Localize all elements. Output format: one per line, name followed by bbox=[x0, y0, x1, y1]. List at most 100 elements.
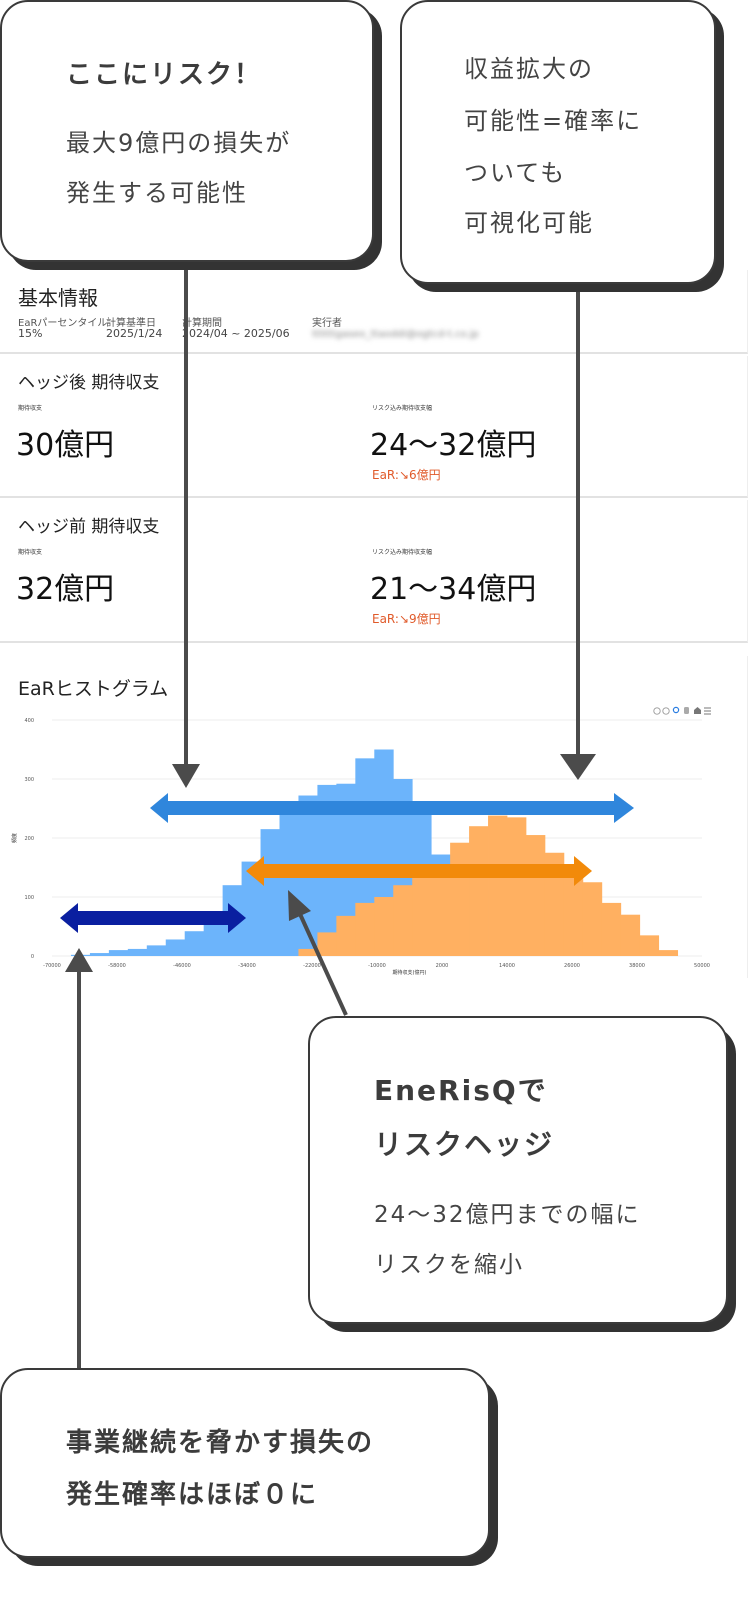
x-tick-label: 26000 bbox=[564, 963, 580, 969]
histogram-bar-before bbox=[260, 829, 280, 956]
histogram-bar-before bbox=[89, 953, 110, 956]
enerisq-callout-line2: リスクを縮小 bbox=[374, 1252, 524, 1278]
before-hedge-title: ヘッジ前 期待収支 bbox=[18, 517, 160, 537]
y-axis-label: 頻度 bbox=[11, 833, 18, 843]
continuity-callout-line1: 事業継続を脅かす損失の bbox=[66, 1428, 375, 1458]
before-hedge-ear: EaR:↘9億円 bbox=[372, 612, 441, 626]
histogram-bar-before bbox=[146, 945, 167, 956]
base-date-label: 計算基準日 bbox=[106, 318, 156, 329]
histogram-bar-after bbox=[601, 902, 622, 956]
after-hedge-card: ヘッジ後 期待収支 期待収支 30億円 リスク込み期待収支幅 24〜32億円 E… bbox=[0, 356, 748, 498]
before-hedge-range-value: 21〜34億円 bbox=[370, 572, 537, 607]
histogram-bar-after bbox=[525, 835, 546, 956]
y-tick-label: 300 bbox=[24, 777, 34, 783]
histogram-bar-after bbox=[507, 817, 527, 956]
profit-callout-line1: 収益拡大の bbox=[464, 55, 594, 83]
profit-callout: 収益拡大の 可能性=確率に ついても 可視化可能 bbox=[400, 0, 716, 284]
histogram-bar-after bbox=[450, 842, 470, 956]
base-date-value: 2025/1/24 bbox=[106, 327, 163, 340]
histogram-bar-after bbox=[317, 932, 337, 956]
continuity-callout: 事業継続を脅かす損失の 発生確率はほぼ０に bbox=[0, 1368, 490, 1558]
enerisq-callout: EneRisQで リスクヘッジ 24〜32億円までの幅に リスクを縮小 bbox=[308, 1016, 728, 1324]
histogram-bar-after bbox=[563, 868, 584, 956]
risk-callout-line1: 最大9億円の損失が bbox=[66, 129, 292, 157]
chart-bars bbox=[70, 749, 679, 956]
histogram-bar-after bbox=[488, 815, 508, 956]
risk-callout: ここにリスク！ 最大9億円の損失が 発生する可能性 bbox=[0, 0, 374, 262]
percentile-value: 15% bbox=[18, 327, 43, 340]
histogram-bar-after bbox=[374, 897, 394, 956]
histogram-title: EaRヒストグラム bbox=[18, 678, 169, 700]
after-hedge-range-value: 24〜32億円 bbox=[370, 428, 537, 463]
histogram-bar-after bbox=[431, 867, 451, 956]
executor-value: ttttttgaseo_ttaoddi@ogtcd-t.co.jp bbox=[312, 329, 479, 340]
x-tick-label: -58000 bbox=[108, 963, 126, 969]
y-tick-label: 100 bbox=[24, 895, 34, 901]
histogram-bar-before bbox=[279, 805, 299, 956]
profit-callout-line2: 可能性=確率に bbox=[464, 107, 643, 135]
x-tick-label: 50000 bbox=[694, 963, 710, 969]
y-tick-label: 400 bbox=[24, 718, 34, 724]
enerisq-callout-title2: リスクヘッジ bbox=[374, 1128, 555, 1161]
continuity-callout-line2: 発生確率はほぼ０に bbox=[66, 1480, 319, 1510]
risk-callout-title: ここにリスク！ bbox=[66, 60, 263, 90]
x-tick-label: 2000 bbox=[436, 963, 449, 969]
histogram-bar-after bbox=[355, 902, 375, 956]
chart-axes: 0 100 200 300 400 -70000 -58000 -46000 -34000 -22… bbox=[11, 718, 710, 976]
before-hedge-card: ヘッジ前 期待収支 期待収支 32億円 リスク込み期待収支幅 21〜34億円 E… bbox=[0, 500, 748, 643]
x-axis-label: 期待収支(億円) bbox=[393, 969, 427, 976]
histogram-bar-before bbox=[184, 931, 205, 956]
histogram-bar-after bbox=[298, 948, 318, 956]
enerisq-callout-line1: 24〜32億円までの幅に bbox=[374, 1202, 641, 1228]
x-tick-label: -22000 bbox=[303, 963, 321, 969]
executor-label: 実行者 bbox=[312, 318, 342, 329]
y-tick-label: 200 bbox=[24, 836, 34, 842]
histogram-bar-after bbox=[658, 950, 679, 956]
magnify-icon[interactable] bbox=[672, 706, 680, 714]
y-tick-label: 0 bbox=[31, 954, 34, 960]
histogram-bar-before bbox=[165, 939, 186, 956]
x-tick-label: -10000 bbox=[368, 963, 386, 969]
before-hedge-expected-value: 32億円 bbox=[16, 572, 115, 607]
chart-toolbar bbox=[653, 706, 711, 715]
histogram-bar-before bbox=[127, 948, 148, 956]
after-hedge-range-label: リスク込み期待収支幅 bbox=[372, 405, 433, 412]
after-hedge-expected-label: 期待収支 bbox=[18, 405, 43, 412]
pointer-arrow-profit bbox=[560, 290, 596, 780]
after-hedge-expected-value: 30億円 bbox=[16, 428, 115, 463]
x-tick-label: -70000 bbox=[43, 963, 61, 969]
pointer-arrow-risk bbox=[172, 268, 200, 788]
period-label: 計算期間 bbox=[182, 318, 222, 329]
histogram-bar-after bbox=[639, 935, 660, 956]
histogram-bar-after bbox=[544, 852, 565, 956]
basic-info-title: 基本情報 bbox=[18, 286, 98, 310]
histogram-bar-after bbox=[469, 826, 489, 956]
pointer-arrow-continuity bbox=[65, 948, 93, 1368]
menu-icon[interactable] bbox=[704, 707, 711, 715]
period-value: 2024/04 ~ 2025/06 bbox=[182, 327, 290, 340]
x-tick-label: 14000 bbox=[499, 963, 515, 969]
profit-callout-line4: 可視化可能 bbox=[464, 209, 594, 237]
percentile-label: EaRパーセンタイル bbox=[18, 318, 108, 329]
histogram-bar-after bbox=[412, 870, 432, 956]
zoom-in-icon[interactable] bbox=[653, 707, 661, 715]
x-tick-label: -46000 bbox=[173, 963, 191, 969]
after-hedge-ear: EaR:↘6億円 bbox=[372, 468, 441, 482]
histogram-bar-before bbox=[108, 950, 129, 956]
enerisq-callout-title1: EneRisQで bbox=[374, 1074, 548, 1107]
x-tick-label: 38000 bbox=[629, 963, 645, 969]
pan-hand-icon[interactable] bbox=[684, 707, 689, 714]
after-hedge-title: ヘッジ後 期待収支 bbox=[18, 373, 160, 393]
before-hedge-range-label: リスク込み期待収支幅 bbox=[372, 549, 433, 556]
risk-callout-line2: 発生する可能性 bbox=[66, 179, 248, 207]
histogram-bar-after bbox=[582, 882, 603, 956]
zoom-out-icon[interactable] bbox=[662, 707, 670, 715]
histogram-bar-after bbox=[336, 915, 356, 956]
x-tick-label: -34000 bbox=[238, 963, 256, 969]
profit-callout-line3: ついても bbox=[464, 159, 567, 187]
home-icon[interactable] bbox=[694, 707, 701, 714]
histogram-bar-before bbox=[241, 861, 261, 956]
histogram-bar-after bbox=[393, 885, 413, 956]
after-hedge-range-arrow bbox=[246, 856, 592, 886]
